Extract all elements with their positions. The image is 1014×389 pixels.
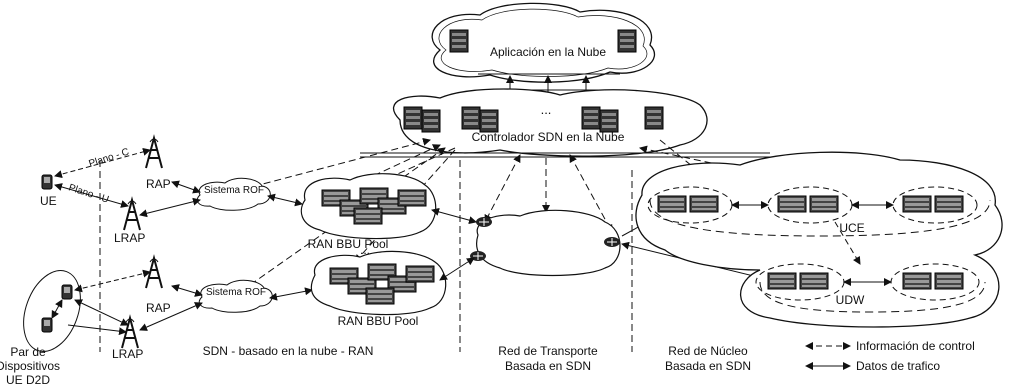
core-rack-1-icon <box>657 195 687 213</box>
core-rack-8-icon <box>799 272 829 290</box>
controller-server-1-icon <box>403 106 423 130</box>
transport-section-line2: Basada en SDN <box>505 359 591 373</box>
ue-phone-icon <box>41 174 53 190</box>
section-labels: SDN - basado en la nube - RAN Red de Tra… <box>203 344 751 373</box>
uce-dashed-boundary <box>649 199 991 237</box>
sdn-controller-cloud: ... Controlador SDN en la Nube <box>392 88 708 157</box>
controller-server-7-icon <box>644 106 664 130</box>
d2d-phone-2-icon <box>41 317 53 333</box>
core-rack-4-icon <box>809 195 839 213</box>
core-rack-9-icon <box>902 272 932 290</box>
controller-ellipsis: ... <box>541 102 552 117</box>
plane-u-label: Plano - U <box>67 182 110 205</box>
controller-server-6-icon <box>599 109 619 133</box>
d2d-label-line3: UE D2D <box>6 373 50 387</box>
d2d-label-line2: Dispositivos <box>0 359 60 373</box>
bbu-rack-11-icon <box>405 265 435 283</box>
d2d-phone-1-icon <box>61 284 73 300</box>
core-rack-3-icon <box>777 195 807 213</box>
core-network: UCE UDW <box>635 151 1003 328</box>
lrap-top-label: LRAP <box>114 231 145 245</box>
core-section-line2: Basada en SDN <box>665 359 751 373</box>
core-rack-2-icon <box>689 195 719 213</box>
controller-server-3-icon <box>461 106 481 130</box>
d2d-label-line1: Par de <box>10 345 46 359</box>
transport-cloud <box>476 209 621 277</box>
rap-bottom-label: RAP <box>146 301 171 315</box>
rof-bottom-label: Sistema ROF <box>206 287 266 298</box>
legend-data-label: Datos de trafico <box>856 359 940 373</box>
core-rack-6-icon <box>934 195 964 213</box>
bbu-dots: ... <box>360 243 370 257</box>
cloud-application: Aplicación en la Nube <box>431 2 656 83</box>
bbu-rack-12-icon <box>365 287 395 305</box>
rap-tower-bottom-icon <box>145 257 163 289</box>
cloud-server-right-icon <box>617 29 637 53</box>
rap-top-label: RAP <box>146 177 171 191</box>
ran-bottom: RAP LRAP Sistema ROF RAN BBU Pool Par de… <box>0 250 447 387</box>
core-rack-10-icon <box>934 272 964 290</box>
bbu-pool-top-label: RAN BBU Pool <box>308 237 389 251</box>
core-rack-5-icon <box>902 195 932 213</box>
transport-section-line1: Red de Transporte <box>498 344 598 358</box>
legend: Información de control Datos de trafico <box>805 339 975 373</box>
transport-router-1-icon <box>475 216 493 228</box>
legend-control-label: Información de control <box>856 339 975 353</box>
controller-server-4-icon <box>479 109 499 133</box>
core-node-3-ellipse <box>892 186 978 224</box>
controller-server-2-icon <box>421 109 441 133</box>
cloud-server-left-icon <box>449 29 469 53</box>
ran-top: UE RAP LRAP Plano - C Plano - U Sistema … <box>40 137 437 257</box>
bbu-rack-6-icon <box>353 207 383 225</box>
lrap-tower-top-icon <box>123 199 141 231</box>
controller-label: Controlador SDN en la Nube <box>472 130 625 144</box>
plane-c-label: Plano - C <box>88 147 131 170</box>
bbu-rack-5-icon <box>397 189 427 207</box>
ue-label: UE <box>40 194 57 208</box>
core-section-line1: Red de Núcleo <box>668 344 748 358</box>
transport-network <box>431 207 771 283</box>
udw-dashed-boundary <box>759 281 986 313</box>
transport-router-3-icon <box>603 236 621 248</box>
rap-tower-top-icon <box>145 137 163 169</box>
ran-section-label: SDN - basado en la nube - RAN <box>203 344 374 358</box>
controller-server-5-icon <box>581 106 601 130</box>
uce-label: UCE <box>839 221 864 235</box>
lrap-bottom-label: LRAP <box>112 347 143 361</box>
bbu-pool-bottom-label: RAN BBU Pool <box>338 314 419 328</box>
lrap-tower-bottom-icon <box>121 317 139 349</box>
udw-label: UDW <box>836 293 865 307</box>
rof-top-label: Sistema ROF <box>204 185 264 196</box>
cloud-application-label: Aplicación en la Nube <box>490 45 606 59</box>
core-cloud <box>635 151 1003 328</box>
core-rack-7-icon <box>767 272 797 290</box>
